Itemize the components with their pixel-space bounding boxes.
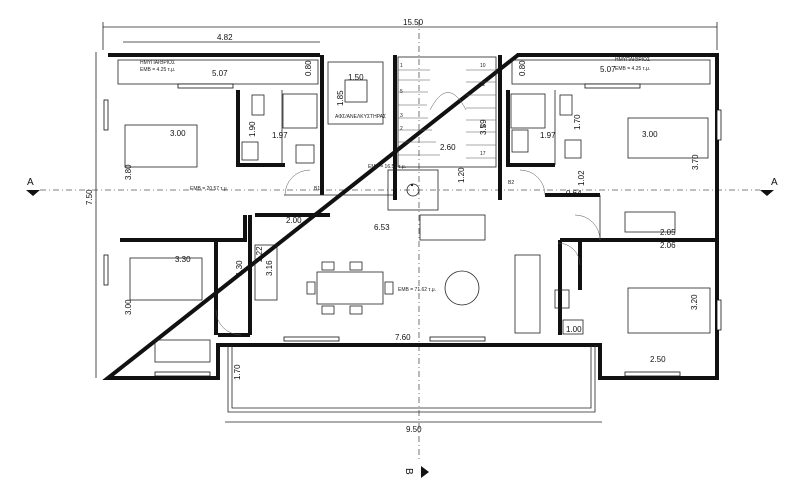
- desk-se: [624, 211, 676, 233]
- stair-landing: 1.20: [457, 167, 466, 183]
- north-marker-icon: [421, 466, 429, 478]
- right-bath-depth: 1.70: [573, 114, 582, 130]
- elevator-car: [344, 79, 368, 103]
- right-bedroom-width: 3.00: [642, 130, 658, 139]
- sw-d2: 2.22: [255, 246, 264, 262]
- section-mark-right: A: [771, 177, 778, 188]
- stair: [387, 56, 497, 211]
- right-closet2: 1.02: [577, 170, 586, 186]
- step-label: 3: [400, 113, 403, 119]
- semi-left-title: ΗΜΥΠΑΙΘΡΙΟΣ: [140, 60, 175, 66]
- se-bedroom-width: 2.05: [660, 228, 676, 237]
- bathroom-fixtures-left: [241, 93, 318, 164]
- dim-total-width: 15.50: [403, 18, 424, 27]
- interior-walls: [120, 55, 717, 337]
- sw-d1: 1.30: [235, 260, 244, 276]
- bathroom-fixtures-right: [510, 93, 582, 159]
- living-area: ΕΜΒ = 71.62 τ.μ.: [398, 287, 436, 293]
- dim-left-top: 4.82: [217, 33, 233, 42]
- dim-balcony-width: 9.50: [406, 425, 422, 434]
- bed-right: [627, 117, 709, 159]
- kitchen-width: 2.00: [286, 216, 302, 225]
- sofa-top: [419, 214, 486, 241]
- se-bedroom-depth: 3.20: [690, 294, 699, 310]
- desk-sw: [154, 339, 211, 363]
- section-arrow-icon: [26, 190, 40, 196]
- right-bedroom-depth: 3.70: [691, 154, 700, 170]
- step-label: 17: [480, 151, 486, 157]
- se-wc: 1.00: [566, 325, 582, 334]
- stair-depth: 3.59: [479, 119, 488, 135]
- kitchen-counter: [254, 244, 278, 301]
- left-bedroom-code: Β1: [314, 186, 320, 192]
- left-bath-depth: 1.90: [248, 121, 257, 137]
- dining-chairs: [306, 261, 394, 315]
- dim-balcony-depth: 1.70: [233, 364, 242, 380]
- sw-bedroom-width: 3.30: [175, 255, 191, 264]
- semi-left-area: ΕΜΒ = 4.25 τ.μ.: [140, 67, 175, 73]
- semi-right-depth: 0.80: [518, 60, 527, 76]
- left-bedroom-depth: 3.80: [124, 164, 133, 180]
- step-label: 5: [400, 89, 403, 95]
- windows: [103, 83, 722, 377]
- semi-right-title: ΗΜΥΠΑΙΘΡΙΟΣ: [615, 57, 650, 63]
- living-width: 6.53: [374, 223, 390, 232]
- section-mark-left: A: [27, 177, 34, 188]
- step-label: 14: [480, 124, 486, 130]
- left-bedroom-area: ΕΜΒ = 20.57 τ.μ.: [190, 186, 228, 192]
- doors: [215, 169, 601, 336]
- elevator-label: ΑΦΣ/ΑΝΕΛΚΥΣΤΗΡΑΣ: [335, 114, 386, 120]
- accessibility-symbol-icon: [406, 183, 420, 197]
- stair-width: 2.60: [440, 143, 456, 152]
- right-closet: 0.64: [566, 189, 582, 198]
- dim-total-depth: 7.50: [85, 189, 94, 205]
- bed-se: [627, 287, 711, 334]
- left-bath-width: 1.97: [272, 131, 288, 140]
- elevator-depth: 1.85: [336, 90, 345, 106]
- wc-fixtures-se: [554, 289, 584, 335]
- step-label: 10: [480, 63, 486, 69]
- semi-left-depth: 0.80: [304, 60, 313, 76]
- stair-area: ΕΜΒ = 16.51 τ.μ.: [368, 164, 406, 170]
- sw-d3: 3.16: [265, 260, 274, 276]
- sofa-right: [514, 254, 541, 334]
- se-front: 2.50: [650, 355, 666, 364]
- bed-left: [124, 124, 198, 168]
- coffee-table: [444, 270, 480, 306]
- semi-right-area: ΕΜΒ = 4.25 τ.μ.: [615, 66, 650, 72]
- step-label: 2: [400, 126, 403, 132]
- outer-wall: [102, 53, 719, 380]
- elevator-shaft: [327, 61, 384, 125]
- stair-code: Β2: [508, 180, 514, 186]
- semi-right-width: 5.07: [600, 65, 616, 74]
- bed-sw: [129, 257, 203, 301]
- sw-bedroom-depth: 3.00: [124, 299, 133, 315]
- step-label: 1: [400, 63, 403, 69]
- elevator-width: 1.50: [348, 73, 364, 82]
- balcony: [227, 345, 596, 413]
- section-arrow-icon: [760, 190, 774, 196]
- se-bedroom-width2: 2.06: [660, 241, 676, 250]
- dining-table: [316, 271, 384, 305]
- semi-left-width: 5.07: [212, 69, 228, 78]
- right-bath-width: 1.97: [540, 131, 556, 140]
- section-mark-bottom: B: [403, 468, 414, 475]
- living-front: 7.60: [395, 333, 411, 342]
- left-bedroom-width: 3.00: [170, 129, 186, 138]
- step-label: 11: [480, 82, 485, 88]
